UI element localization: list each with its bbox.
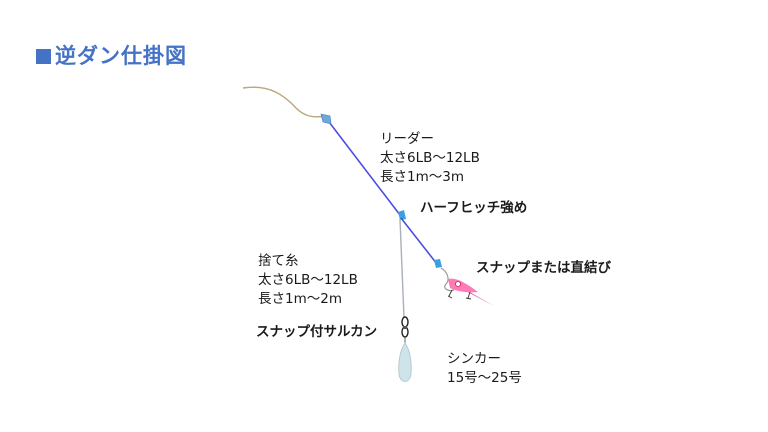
sute-ito-thickness: 太さ6LB〜12LB — [258, 272, 358, 288]
snap-lure-label: スナップまたは直結び — [476, 260, 611, 276]
sute-ito-line — [399, 218, 405, 319]
leader-thickness: 太さ6LB〜12LB — [380, 150, 480, 166]
leader-label: リーダー 太さ6LB〜12LB 長さ1m〜3m — [380, 130, 480, 187]
diagram-title: 逆ダン仕掛図 — [36, 40, 187, 70]
lure-icon — [440, 267, 494, 306]
leader-length: 長さ1m〜3m — [380, 169, 464, 185]
sinker-name: シンカー — [447, 351, 501, 367]
leader-line — [325, 117, 401, 216]
sinker-icon — [398, 342, 412, 382]
knot-label: ハーフヒッチ強め — [420, 200, 528, 216]
sute-ito-length: 長さ1m〜2m — [258, 291, 342, 307]
sute-ito-label: 捨て糸 太さ6LB〜12LB 長さ1m〜2m — [258, 252, 358, 309]
main-line — [242, 86, 327, 118]
title-square-icon — [36, 49, 51, 64]
sute-ito-name: 捨て糸 — [258, 253, 299, 269]
sinker-weight: 15号〜25号 — [447, 370, 522, 386]
sinker-label: シンカー 15号〜25号 — [447, 350, 522, 388]
lure-knot-icon — [434, 259, 442, 268]
leader-name: リーダー — [380, 131, 434, 147]
half-hitch-knot-icon — [398, 210, 406, 220]
line-knot-icon — [320, 113, 332, 125]
snap-swivel-icon — [401, 316, 409, 344]
lure-leader-line — [400, 217, 438, 265]
snap-swivel-label: スナップ付サルカン — [256, 324, 378, 340]
